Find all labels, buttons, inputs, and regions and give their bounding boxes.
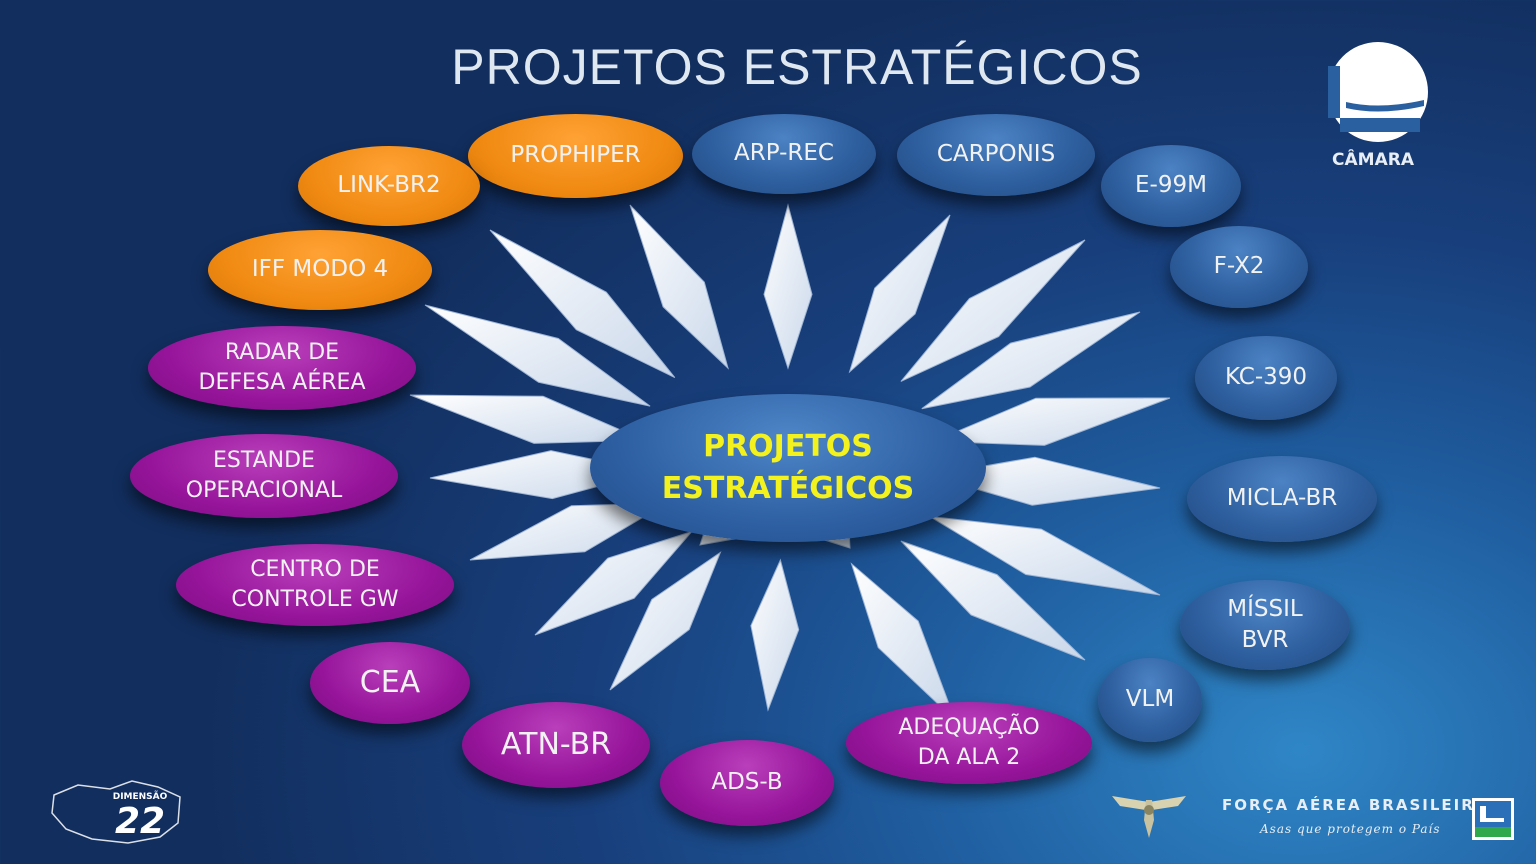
node-cea: CEA <box>310 642 470 724</box>
fab-slogan: Asas que protegem o País <box>1260 822 1441 836</box>
ray-8 <box>929 456 1161 506</box>
node-missil-bvr: MÍSSIL BVR <box>1180 580 1350 670</box>
ray-7 <box>933 397 1171 446</box>
fab-wings-icon <box>1112 796 1186 838</box>
node-arp-rec: ARP-REC <box>692 114 876 194</box>
ray-9 <box>929 515 1161 596</box>
ray-2 <box>629 204 729 370</box>
node-iff-modo-4: IFF MODO 4 <box>208 230 432 310</box>
dimensao-label: DIMENSÃO <box>113 791 168 802</box>
ray-1 <box>489 229 676 379</box>
center-projetos-estrategicos: PROJETOS ESTRATÉGICOS <box>590 394 986 542</box>
ray-15 <box>609 551 722 691</box>
node-prophiper: PROPHIPER <box>468 114 683 198</box>
camara-logo-icon <box>1328 42 1428 142</box>
ray-11 <box>850 562 956 721</box>
node-adequacao-ala-2: ADEQUAÇÃO DA ALA 2 <box>846 702 1092 784</box>
ray-13 <box>750 558 800 712</box>
dimensao-22-logo-icon: DIMENSÃO 22 <box>51 780 181 844</box>
camara-label: CÂMARA <box>1332 150 1414 170</box>
fab-name: FORÇA AÉREA BRASILEIRA <box>1222 796 1489 814</box>
node-carponis: CARPONIS <box>897 114 1095 196</box>
node-link-br2: LINK-BR2 <box>298 146 480 226</box>
node-e-99m: E-99M <box>1101 145 1241 227</box>
ray-19 <box>409 394 645 444</box>
dimensao-number: 22 <box>115 801 165 842</box>
node-micla-br: MICLA-BR <box>1187 456 1377 542</box>
node-centro-controle-gw: CENTRO DE CONTROLE GW <box>176 544 454 626</box>
corner-channel-logo-icon <box>1472 798 1514 840</box>
ray-3 <box>763 203 813 370</box>
slide-title: PROJETOS ESTRATÉGICOS <box>451 39 1143 95</box>
node-estande-operacional: ESTANDE OPERACIONAL <box>130 434 398 518</box>
node-atn-br: ATN-BR <box>462 702 650 788</box>
node-radar-defesa-aerea: RADAR DE DEFESA AÉREA <box>148 326 416 410</box>
node-kc-390: KC-390 <box>1195 336 1337 420</box>
ray-6 <box>921 311 1141 410</box>
ray-10 <box>900 540 1086 661</box>
ray-5 <box>900 239 1086 382</box>
node-vlm: VLM <box>1098 658 1202 742</box>
ray-16 <box>534 530 694 636</box>
node-f-x2: F-X2 <box>1170 226 1308 308</box>
ray-4 <box>848 214 951 374</box>
ray-17 <box>469 502 670 561</box>
node-ads-b: ADS-B <box>660 740 834 826</box>
ray-20 <box>424 304 651 407</box>
